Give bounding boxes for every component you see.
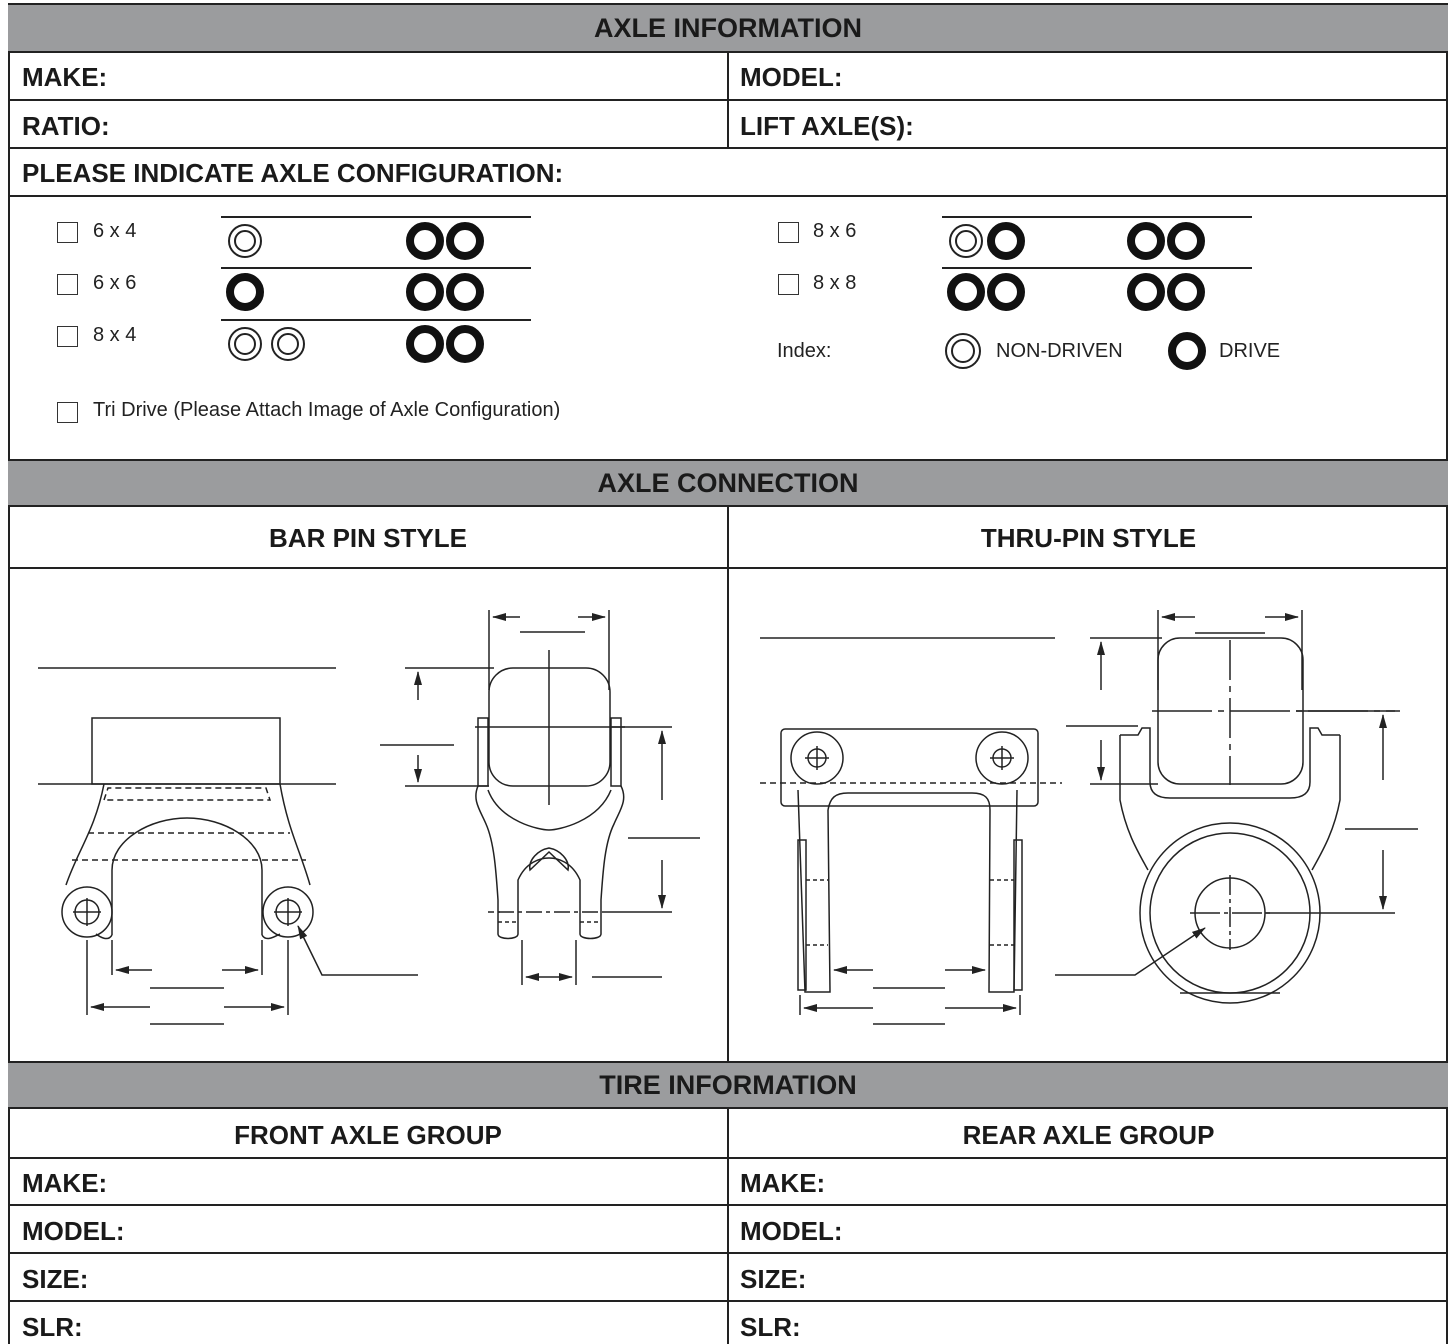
index-non-driven-label: NON-DRIVEN bbox=[996, 340, 1123, 362]
non-driven-index-icon bbox=[945, 333, 981, 369]
drive-axle-icon bbox=[446, 273, 484, 311]
option-8x6-label: 8 x 6 bbox=[813, 220, 857, 242]
option-6x6-checkbox[interactable] bbox=[57, 274, 78, 295]
axle-information-header: AXLE INFORMATION bbox=[8, 3, 1448, 53]
drive-axle-icon bbox=[1167, 273, 1205, 311]
front-tire-model-label: MODEL: bbox=[22, 1216, 125, 1246]
axle-information-title: AXLE INFORMATION bbox=[594, 12, 862, 43]
axle-ratio-label: RATIO: bbox=[22, 111, 110, 141]
option-6x4-label: 6 x 4 bbox=[93, 220, 137, 242]
drive-axle-icon bbox=[947, 273, 985, 311]
non-driven-axle-icon bbox=[949, 224, 983, 258]
thru-pin-style-title: THRU-PIN STYLE bbox=[980, 523, 1197, 553]
rear-tire-size-label: SIZE: bbox=[740, 1264, 807, 1294]
drive-index-icon bbox=[1168, 332, 1206, 370]
drive-axle-icon bbox=[1127, 273, 1165, 311]
option-8x8-checkbox[interactable] bbox=[778, 274, 799, 295]
front-axle-group-title: FRONT AXLE GROUP bbox=[234, 1120, 502, 1150]
axle-connection-header: AXLE CONNECTION bbox=[8, 459, 1448, 507]
drive-axle-icon bbox=[1127, 222, 1165, 260]
rear-axle-group-title: REAR AXLE GROUP bbox=[962, 1120, 1215, 1150]
bar-pin-style-title: BAR PIN STYLE bbox=[269, 523, 467, 553]
option-8x8-label: 8 x 8 bbox=[813, 272, 857, 294]
drive-axle-icon bbox=[446, 222, 484, 260]
tri-drive-checkbox[interactable] bbox=[57, 402, 78, 423]
configuration-prompt: PLEASE INDICATE AXLE CONFIGURATION: bbox=[22, 158, 564, 188]
option-6x6-label: 6 x 6 bbox=[93, 272, 137, 294]
drive-axle-icon bbox=[987, 222, 1025, 260]
drive-axle-icon bbox=[406, 273, 444, 311]
column-divider bbox=[727, 507, 729, 1062]
column-divider bbox=[727, 53, 729, 149]
non-driven-axle-icon bbox=[228, 327, 262, 361]
column-divider bbox=[727, 1109, 729, 1344]
non-driven-axle-icon bbox=[228, 224, 262, 258]
rear-tire-slr-label: SLR: bbox=[740, 1312, 801, 1342]
index-label: Index: bbox=[777, 340, 832, 362]
axle-make-label: MAKE: bbox=[22, 62, 108, 92]
drive-axle-icon bbox=[1167, 222, 1205, 260]
axle-model-label: MODEL: bbox=[740, 62, 843, 92]
non-driven-axle-icon bbox=[271, 327, 305, 361]
bar-pin-front-view bbox=[38, 667, 418, 1025]
drive-axle-icon bbox=[446, 325, 484, 363]
axle-diagrams bbox=[221, 216, 1252, 370]
drive-axle-icon bbox=[987, 273, 1025, 311]
drive-axle-icon bbox=[226, 273, 264, 311]
tire-information-header: TIRE INFORMATION bbox=[8, 1061, 1448, 1109]
axle-connection-title: AXLE CONNECTION bbox=[597, 467, 859, 498]
bar-pin-side-view bbox=[380, 610, 700, 985]
drive-axle-icon bbox=[406, 222, 444, 260]
divider bbox=[8, 195, 1448, 197]
option-8x4-label: 8 x 4 bbox=[93, 324, 137, 346]
option-6x4-checkbox[interactable] bbox=[57, 222, 78, 243]
lift-axles-label: LIFT AXLE(S): bbox=[740, 111, 914, 141]
drive-axle-icon bbox=[406, 325, 444, 363]
tire-information-title: TIRE INFORMATION bbox=[599, 1069, 857, 1100]
index-drive-label: DRIVE bbox=[1219, 340, 1281, 362]
rear-tire-model-label: MODEL: bbox=[740, 1216, 843, 1246]
front-tire-size-label: SIZE: bbox=[22, 1264, 89, 1294]
front-tire-make-label: MAKE: bbox=[22, 1168, 108, 1198]
thru-pin-side-view bbox=[1055, 610, 1418, 1004]
rear-tire-make-label: MAKE: bbox=[740, 1168, 826, 1198]
option-8x6-checkbox[interactable] bbox=[778, 222, 799, 243]
option-8x4-checkbox[interactable] bbox=[57, 326, 78, 347]
front-tire-slr-label: SLR: bbox=[22, 1312, 83, 1342]
thru-pin-front-view bbox=[760, 637, 1062, 1025]
tri-drive-label: Tri Drive (Please Attach Image of Axle C… bbox=[93, 399, 561, 421]
